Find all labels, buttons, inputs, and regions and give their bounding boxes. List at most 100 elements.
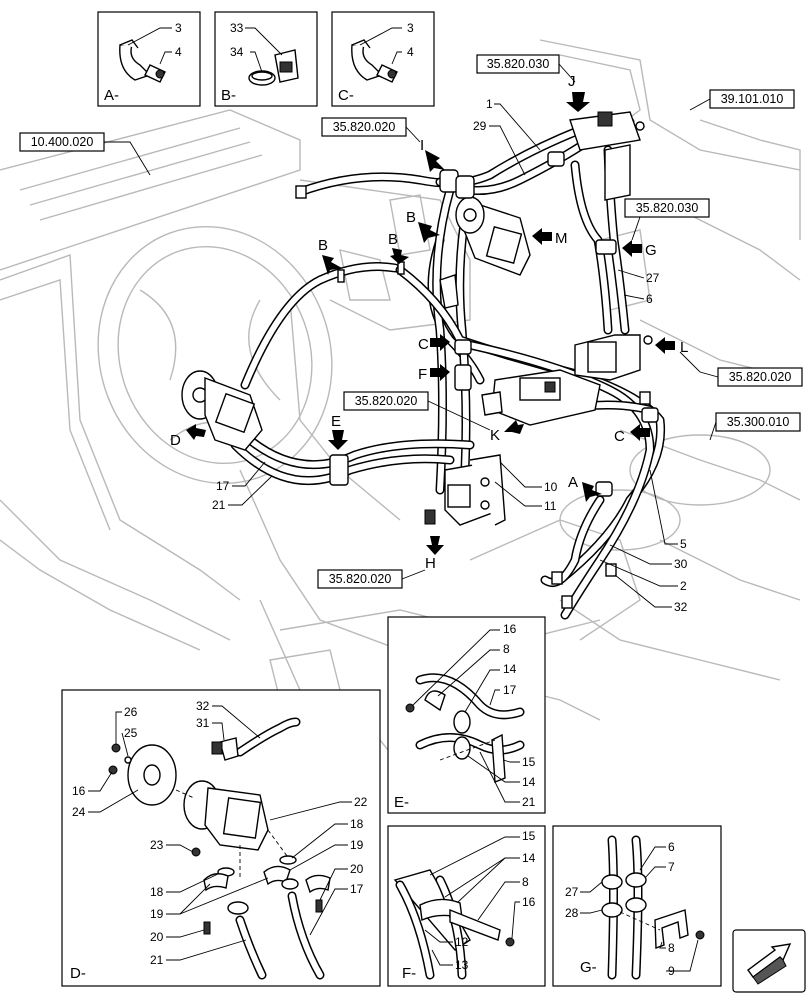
ref-35-820-020-right: 35.820.020 [729,370,792,384]
arrow-j [566,92,590,112]
inset-a: 3 4 A- [97,11,201,107]
view-arrows [186,92,675,555]
inset-c-label: C- [338,87,354,104]
callout-30: 30 [674,557,688,571]
inset-e-part-15: 15 [522,755,536,769]
components [181,111,659,609]
view-letter-m: M [555,230,568,247]
reference-boxes: 10.400.020 35.820.030 39.101.010 35.820.… [19,54,803,589]
inset-g-part-28: 28 [565,906,579,920]
ref-10-400-020: 10.400.020 [31,135,94,149]
arrow-b-left [322,255,342,275]
arrow-d [186,424,206,440]
inset-d-part-25: 25 [124,726,138,740]
arrow-a-top [582,482,602,502]
arrow-g [622,240,642,257]
inset-d-part-31: 31 [196,716,210,730]
inset-e-part-21: 21 [522,795,536,809]
view-letters: I J B B B M G C F L K C D E H A [170,73,688,572]
arrow-l [655,337,675,354]
inset-a-part-3: 3 [175,21,182,35]
callout-29: 29 [473,119,487,133]
main-part-callouts: 1 29 27 6 10 11 17 21 5 30 2 32 [212,97,688,614]
inset-d-part-17: 17 [350,882,364,896]
inset-g-label: G- [580,959,597,976]
inset-e-part-14b: 14 [522,775,536,789]
view-letter-e: E [331,413,341,430]
callout-5: 5 [680,537,687,551]
arrow-b-pump [418,222,440,243]
ref-35-820-030-top: 35.820.030 [487,57,550,71]
inset-d-part-24: 24 [72,805,86,819]
inset-g-part-6: 6 [668,840,675,854]
view-letter-j: J [568,73,576,90]
view-letter-b-left: B [318,237,328,254]
inset-a-part-4: 4 [175,45,182,59]
inset-f-part-8: 8 [522,875,529,889]
inset-d: 32 26 25 31 16 24 22 18 23 19 20 17 18 1… [61,689,381,987]
view-letter-d: D [170,432,181,449]
inset-d-part-21: 21 [150,953,164,967]
arrow-c-mid [430,334,450,351]
inset-e-part-14: 14 [503,662,517,676]
inset-f-part-15: 15 [522,829,536,843]
inset-d-part-32: 32 [196,699,210,713]
inset-d-part-18b: 18 [150,885,164,899]
view-letter-b-pump: B [406,209,416,226]
inset-d-part-20: 20 [350,862,364,876]
inset-e: 16 8 14 17 15 14 21 E- [387,616,546,814]
arrow-f [430,364,450,381]
inset-e-part-17: 17 [503,683,517,697]
callout-21: 21 [212,498,226,512]
view-letter-h: H [425,555,436,572]
callout-17: 17 [216,479,230,493]
inset-d-part-22: 22 [354,795,368,809]
inset-e-part-8: 8 [503,642,510,656]
arrow-m [532,228,552,245]
inset-g: 6 7 27 28 8 9 G- [552,825,722,987]
inset-b: 33 34 B- [214,11,318,107]
inset-d-label: D- [70,965,86,982]
inset-g-part-7: 7 [668,860,675,874]
callout-6: 6 [646,292,653,306]
inset-d-part-18: 18 [350,817,364,831]
inset-f-part-12: 12 [455,935,469,949]
arrow-i [425,150,445,172]
inset-d-part-16: 16 [72,784,86,798]
inset-d-part-19b: 19 [150,907,164,921]
ref-35-300-010: 35.300.010 [727,415,790,429]
inset-f-part-16: 16 [522,895,536,909]
view-letter-k: K [490,427,500,444]
ref-35-820-020-bottom: 35.820.020 [329,572,392,586]
inset-d-part-23: 23 [150,838,164,852]
callout-10: 10 [544,480,558,494]
inset-d-part-26: 26 [124,705,138,719]
inset-e-part-16: 16 [503,622,517,636]
inset-g-part-27: 27 [565,885,579,899]
view-letter-g: G [645,242,657,259]
view-letter-f: F [418,366,427,383]
inset-a-label: A- [104,87,119,104]
inset-f-part-13: 13 [455,958,469,972]
inset-c-part-3: 3 [407,21,414,35]
inset-c: 3 4 C- [331,11,435,107]
inset-d-part-19: 19 [350,838,364,852]
inset-f-label: F- [402,965,416,982]
callout-1: 1 [486,97,493,111]
inset-c-part-4: 4 [407,45,414,59]
inset-f-part-14: 14 [522,851,536,865]
ref-35-820-020-top: 35.820.020 [333,120,396,134]
callout-11: 11 [544,499,557,513]
view-letter-a-top: A [568,474,578,491]
inset-e-label: E- [394,794,409,811]
arrow-k [504,420,524,434]
arrow-h [426,536,444,555]
view-letter-l: L [680,339,688,356]
arrow-e [328,430,348,450]
orientation-arrow-icon [732,929,806,993]
ref-39-101-010: 39.101.010 [721,92,784,106]
view-letter-b-mid: B [388,231,398,248]
ref-35-820-030-mid: 35.820.030 [636,201,699,215]
